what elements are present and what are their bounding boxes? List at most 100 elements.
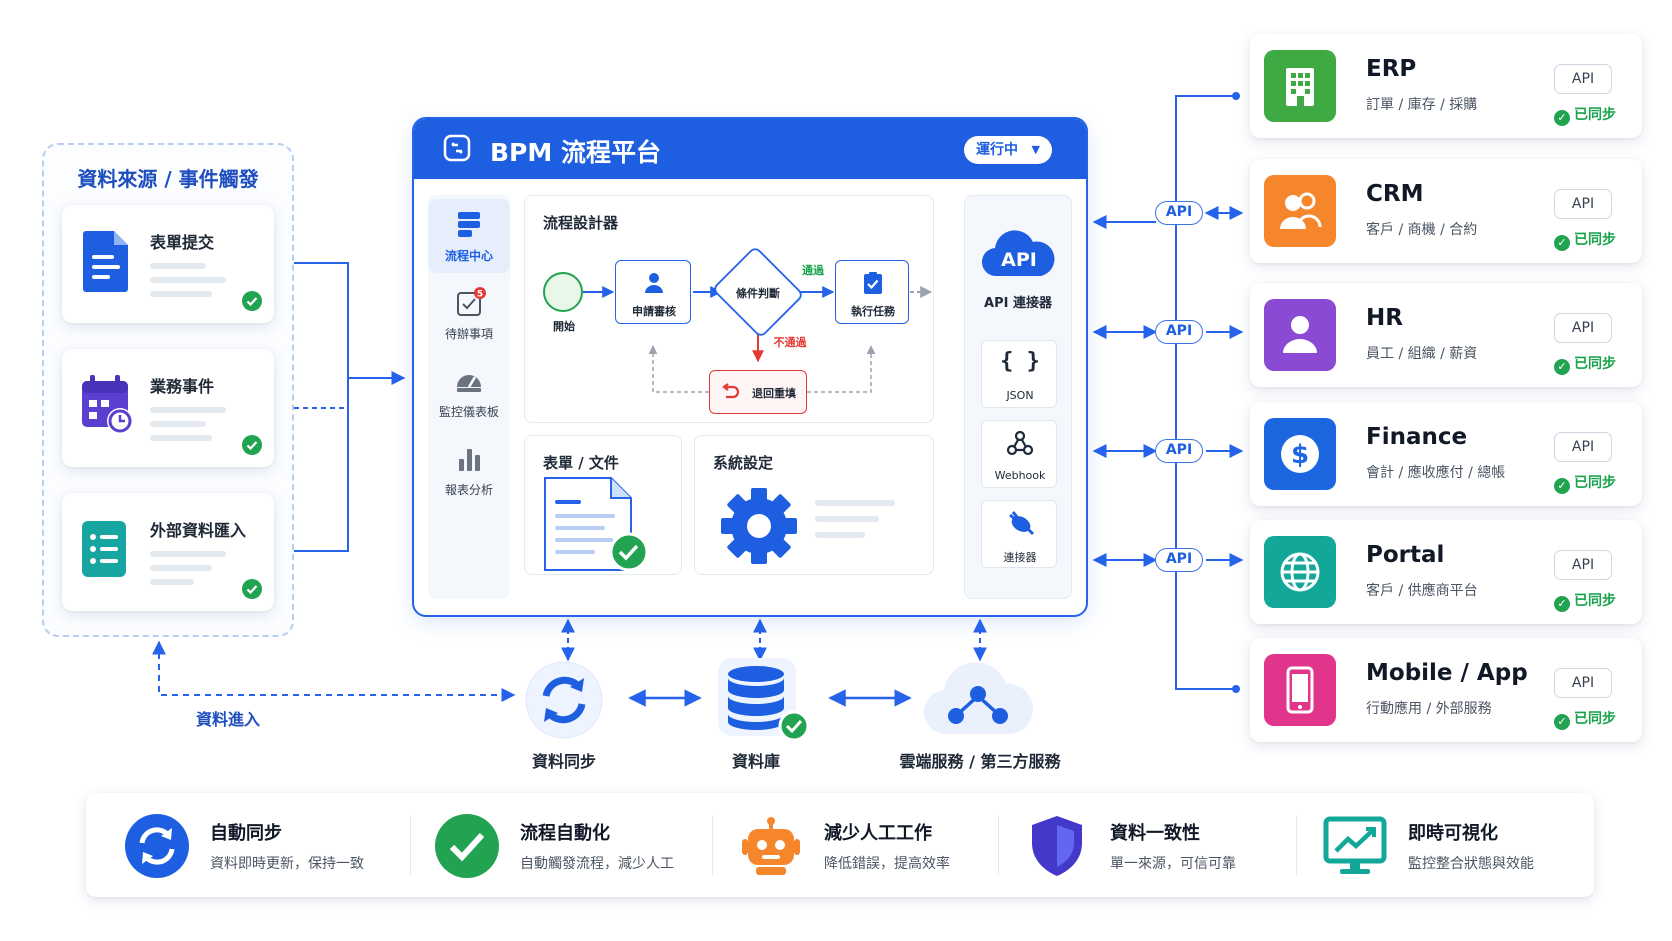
system-api-button[interactable]: API bbox=[1554, 64, 1612, 94]
connector-webhook[interactable]: Webhook bbox=[981, 420, 1057, 488]
divider bbox=[712, 815, 713, 875]
system-name: Portal bbox=[1366, 542, 1445, 568]
nav-item-flow-center[interactable]: 流程中心 bbox=[428, 199, 510, 273]
system-desc: 訂單 / 庫存 / 採購 bbox=[1366, 97, 1478, 113]
node-label: 退回重填 bbox=[752, 387, 796, 400]
nav-item-todo[interactable]: 5 待辦事項 bbox=[428, 277, 510, 351]
source-group-title: 資料來源 / 事件觸發 bbox=[77, 167, 259, 191]
system-name: CRM bbox=[1366, 181, 1424, 207]
list-import-icon bbox=[82, 521, 126, 577]
calendar-clock-icon bbox=[82, 375, 133, 434]
flow-start-label: 開始 bbox=[553, 320, 575, 333]
database-icon[interactable] bbox=[716, 656, 810, 742]
system-api-button[interactable]: API bbox=[1554, 313, 1612, 343]
system-api-button[interactable]: API bbox=[1554, 668, 1612, 698]
todo-badge: 5 bbox=[477, 290, 483, 300]
svg-text:$: $ bbox=[1291, 440, 1309, 470]
api-pill: API bbox=[1155, 201, 1203, 225]
flow-node-execute[interactable]: 執行任務 bbox=[835, 260, 909, 324]
nav-item-reports[interactable]: 報表分析 bbox=[428, 433, 510, 507]
source-label: 業務事件 bbox=[150, 377, 215, 396]
gear-icon bbox=[721, 488, 797, 564]
platform-side-nav: 流程中心 5 待辦事項 監控儀表板 報表分析 bbox=[428, 195, 510, 599]
flow-node-return[interactable]: 退回重填 bbox=[709, 370, 807, 414]
source-label: 外部資料匯入 bbox=[150, 521, 247, 540]
feature-title: 資料一致性 bbox=[1110, 823, 1200, 844]
api-pill: API bbox=[1155, 320, 1203, 344]
feature-desc: 降低錯誤，提高效率 bbox=[824, 856, 950, 872]
api-badge-text: API bbox=[1001, 249, 1037, 271]
system-name: Finance bbox=[1366, 424, 1468, 450]
system-card-erp[interactable]: ERP 訂單 / 庫存 / 採購 API ✓已同步 bbox=[1250, 34, 1642, 138]
webhook-icon bbox=[1006, 430, 1034, 456]
nav-item-dashboard[interactable]: 監控儀表板 bbox=[428, 355, 510, 429]
flow-node-review[interactable]: 申請審核 bbox=[615, 260, 691, 324]
data-in-label: 資料進入 bbox=[196, 710, 261, 729]
feature-item: 流程自動化 自動觸發流程，減少人工 bbox=[396, 793, 712, 897]
feature-title: 即時可視化 bbox=[1408, 823, 1498, 844]
document-check-icon bbox=[544, 477, 649, 572]
check-badge-icon bbox=[242, 579, 262, 599]
system-desc: 會計 / 應收應付 / 總帳 bbox=[1366, 465, 1506, 481]
check-icon: ✓ bbox=[1554, 478, 1570, 494]
bpm-platform: BPM 流程平台 運行中 ▼ 流程中心 5 待辦事項 bbox=[412, 117, 1088, 617]
check-circle-icon bbox=[435, 814, 499, 878]
system-icon-tile bbox=[1264, 175, 1336, 247]
flow-fail-label: 不通過 bbox=[773, 336, 807, 349]
undo-icon bbox=[722, 383, 740, 399]
sync-icon[interactable] bbox=[524, 660, 604, 740]
system-card-hr[interactable]: HR 員工 / 組織 / 薪資 API ✓已同步 bbox=[1250, 283, 1642, 387]
divider bbox=[998, 815, 999, 875]
check-badge-icon bbox=[242, 435, 262, 455]
system-name: Mobile / App bbox=[1366, 660, 1528, 686]
check-icon: ✓ bbox=[1554, 235, 1570, 251]
platform-title: BPM 流程平台 bbox=[490, 138, 661, 167]
connector-label: Webhook bbox=[994, 469, 1046, 482]
phone-icon bbox=[1286, 666, 1314, 714]
system-card-finance[interactable]: $ Finance 會計 / 應收應付 / 總帳 API ✓已同步 bbox=[1250, 402, 1642, 506]
source-card-form[interactable]: 表單提交 bbox=[62, 205, 274, 323]
feature-desc: 監控整合狀態與效能 bbox=[1408, 856, 1534, 872]
check-icon: ✓ bbox=[1554, 110, 1570, 126]
flow-diagram bbox=[543, 248, 933, 393]
source-card-import[interactable]: 外部資料匯入 bbox=[62, 493, 274, 611]
connector-label: 連接器 bbox=[1003, 551, 1037, 564]
panel-title: 系統設定 bbox=[713, 454, 774, 472]
source-label: 表單提交 bbox=[150, 233, 215, 252]
settings-panel: 系統設定 bbox=[694, 435, 934, 575]
panel-title: 表單 / 文件 bbox=[543, 454, 619, 472]
platform-header: BPM 流程平台 運行中 ▼ bbox=[414, 119, 1086, 179]
nav-label: 監控儀表板 bbox=[438, 405, 499, 419]
forms-panel: 表單 / 文件 bbox=[524, 435, 682, 575]
system-desc: 客戶 / 商機 / 合約 bbox=[1366, 222, 1478, 238]
sync-status: ✓已同步 bbox=[1554, 472, 1616, 494]
monitor-chart-icon bbox=[1323, 816, 1387, 874]
system-api-button[interactable]: API bbox=[1554, 550, 1612, 580]
system-api-button[interactable]: API bbox=[1554, 432, 1612, 462]
check-icon: ✓ bbox=[1554, 359, 1570, 375]
feature-item: 減少人工工作 降低錯誤，提高效率 bbox=[700, 793, 1000, 897]
feature-title: 減少人工工作 bbox=[824, 823, 932, 844]
source-card-event[interactable]: 業務事件 bbox=[62, 349, 274, 467]
system-card-portal[interactable]: Portal 客戶 / 供應商平台 API ✓已同步 bbox=[1250, 520, 1642, 624]
sync-status: ✓已同步 bbox=[1554, 708, 1616, 730]
system-api-button[interactable]: API bbox=[1554, 189, 1612, 219]
flow-designer-panel: 流程設計器 開始 申請審核 條件判斷 通過 不通過 執行任務 bbox=[524, 195, 934, 423]
feature-item: 資料一致性 單一來源，可信可靠 bbox=[986, 793, 1284, 897]
sync-status: ✓已同步 bbox=[1554, 229, 1616, 251]
node-label: 執行任務 bbox=[851, 305, 895, 318]
globe-icon bbox=[1280, 552, 1320, 592]
nav-label: 流程中心 bbox=[444, 249, 493, 263]
system-card-crm[interactable]: CRM 客戶 / 商機 / 合約 API ✓已同步 bbox=[1250, 159, 1642, 263]
connector-label: JSON bbox=[1006, 389, 1034, 402]
clipboard-check-icon bbox=[864, 272, 882, 294]
flow-decision-label: 條件判斷 bbox=[736, 287, 780, 300]
feature-desc: 自動觸發流程，減少人工 bbox=[520, 856, 674, 872]
connector-json[interactable]: { } JSON bbox=[981, 340, 1057, 408]
feature-title: 流程自動化 bbox=[520, 823, 610, 844]
cloud-network-icon[interactable] bbox=[922, 656, 1036, 738]
system-name: ERP bbox=[1366, 56, 1417, 82]
connector-plug[interactable]: 連接器 bbox=[981, 500, 1057, 568]
platform-status-dropdown[interactable]: 運行中 ▼ bbox=[964, 136, 1052, 164]
system-card-mobile[interactable]: Mobile / App 行動應用 / 外部服務 API ✓已同步 bbox=[1250, 638, 1642, 742]
